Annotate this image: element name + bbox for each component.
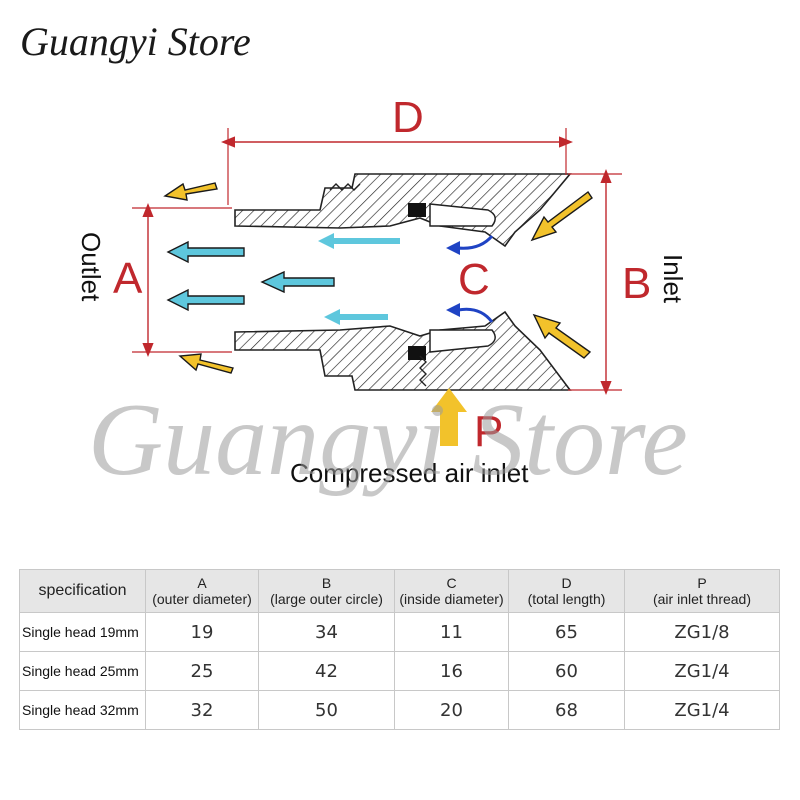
header-specification: specification (19, 569, 146, 613)
header-d-desc: (total length) (527, 591, 606, 607)
header-a-desc: (outer diameter) (152, 591, 252, 607)
cell-p: ZG1/8 (624, 612, 780, 652)
header-a: A(outer diameter) (145, 569, 259, 613)
cell-c: 20 (394, 690, 509, 730)
header-p-desc: (air inlet thread) (652, 591, 752, 607)
upper-thread (329, 183, 361, 191)
header-a-title: A (197, 575, 207, 591)
cell-p: ZG1/4 (624, 690, 780, 730)
header-b: B(large outer circle) (258, 569, 395, 613)
inlet-flow-arrows (163, 182, 593, 374)
cell-p: ZG1/4 (624, 651, 780, 691)
header-b-desc: (large outer circle) (270, 591, 383, 607)
row-name: Single head 32mm (19, 690, 146, 730)
cell-b: 50 (258, 690, 395, 730)
header-d: D(total length) (508, 569, 625, 613)
table-row: Single head 32mm 32 50 20 68 ZG1/4 (19, 690, 780, 730)
lower-o-ring (408, 346, 426, 360)
inner-flow-arrows (318, 233, 400, 325)
compressed-air-arrow (431, 388, 467, 446)
cell-d: 60 (508, 651, 625, 691)
watermark: Guangyi Store (88, 382, 688, 497)
cell-d: 65 (508, 612, 625, 652)
row-name: Single head 19mm (19, 612, 146, 652)
cell-d: 68 (508, 690, 625, 730)
cell-a: 19 (145, 612, 259, 652)
row-name: Single head 25mm (19, 651, 146, 691)
cell-a: 32 (145, 690, 259, 730)
air-amplifier-diagram: D A B C Outlet Inlet P Compressed air (76, 93, 688, 497)
header-b-title: B (321, 575, 332, 591)
table-header-row: specification A(outer diameter) B(large … (19, 569, 780, 613)
label-b: B (622, 259, 651, 308)
header-p: P(air inlet thread) (624, 569, 780, 613)
upper-o-ring (408, 203, 426, 217)
cell-c: 16 (394, 651, 509, 691)
swirl-arrows (457, 234, 494, 323)
cell-a: 25 (145, 651, 259, 691)
compressed-air-caption: Compressed air inlet (290, 458, 529, 488)
store-title: Guangyi Store (20, 19, 251, 64)
label-a: A (113, 254, 143, 303)
cell-c: 11 (394, 612, 509, 652)
lower-chamber (429, 329, 496, 353)
header-c: C(inside diameter) (394, 569, 509, 613)
spec-table: specification A(outer diameter) B(large … (19, 569, 780, 730)
header-p-title: P (697, 575, 707, 591)
label-c: C (458, 255, 490, 304)
swirl-arrow-heads (446, 241, 460, 317)
header-c-title: C (446, 575, 457, 591)
upper-body-section (234, 173, 572, 248)
lower-body-section (234, 310, 572, 391)
outlet-flow-arrows (166, 240, 335, 312)
header-d-title: D (561, 575, 572, 591)
inlet-label: Inlet (658, 254, 688, 304)
table-row: Single head 19mm 19 34 11 65 ZG1/8 (19, 612, 780, 652)
upper-chamber (429, 203, 496, 227)
label-p: P (474, 407, 503, 456)
cell-b: 42 (258, 651, 395, 691)
outlet-label: Outlet (76, 232, 106, 302)
cell-b: 34 (258, 612, 395, 652)
header-c-desc: (inside diameter) (399, 591, 504, 607)
lower-thread (419, 355, 427, 387)
table-row: Single head 25mm 25 42 16 60 ZG1/4 (19, 651, 780, 691)
label-d: D (392, 93, 424, 142)
